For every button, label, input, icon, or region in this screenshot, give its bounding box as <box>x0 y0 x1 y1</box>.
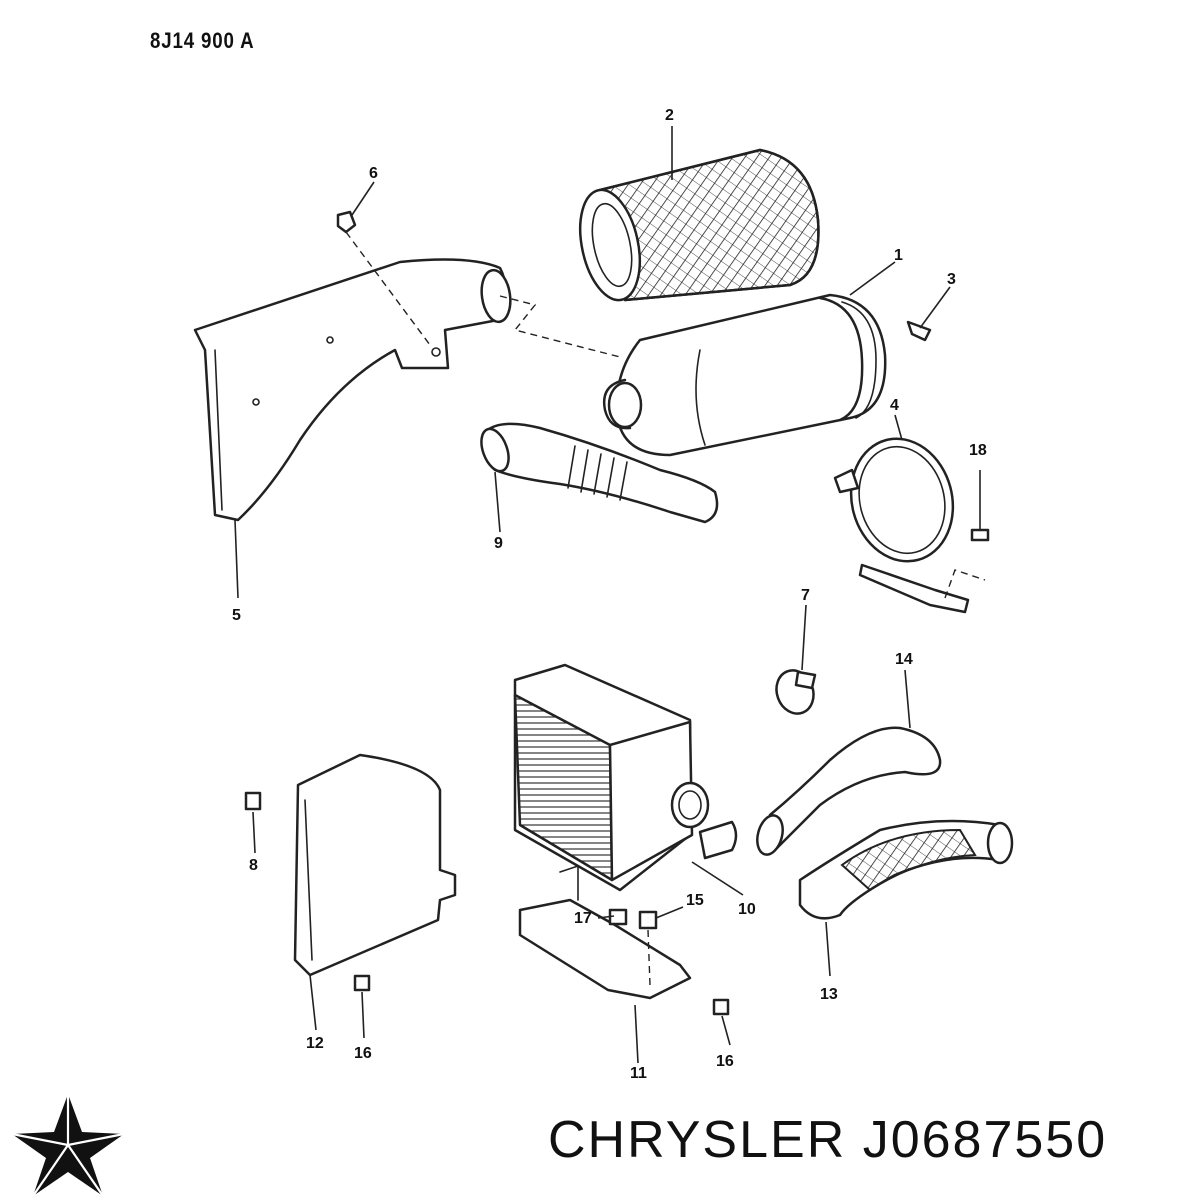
mounting-strap <box>833 437 970 614</box>
lower-hose <box>798 819 1014 920</box>
callout-12: 12 <box>306 1035 324 1052</box>
callout-17: 17 <box>574 910 592 927</box>
callout-5: 5 <box>232 607 241 624</box>
screw-part-6 <box>336 210 357 234</box>
callout-11: 11 <box>630 1065 647 1082</box>
callout-16-right: 16 <box>716 1053 734 1070</box>
upper-hose <box>756 726 942 856</box>
callout-7: 7 <box>801 587 810 604</box>
callout-6: 6 <box>369 165 378 182</box>
air-filter-element <box>578 148 820 302</box>
intercooler <box>513 663 738 892</box>
intercooler-shroud <box>293 753 457 977</box>
intake-hose <box>480 422 719 524</box>
callout-13: 13 <box>820 986 838 1003</box>
nut-part-8 <box>244 791 262 811</box>
grommet-part-15 <box>638 910 658 930</box>
callout-4: 4 <box>890 397 899 414</box>
part-number: J0687550 <box>862 1111 1108 1169</box>
callout-10: 10 <box>738 901 756 918</box>
callout-9: 9 <box>494 535 503 552</box>
bolt-part-16-left <box>353 974 371 992</box>
alignment-lines <box>345 231 986 986</box>
callout-8: 8 <box>249 857 258 874</box>
callout-14: 14 <box>895 651 913 668</box>
brand-name: CHRYSLER <box>548 1111 847 1169</box>
callout-2: 2 <box>665 107 674 124</box>
air-cleaner-housing <box>602 293 887 457</box>
callout-15: 15 <box>686 892 704 909</box>
diagram-reference-code: 8J14 900 A <box>150 28 255 53</box>
air-duct-shroud <box>193 258 512 522</box>
bolt-part-16-right <box>712 998 730 1016</box>
callout-3: 3 <box>947 271 956 288</box>
leader-lines <box>234 126 951 1064</box>
pentastar-logo-icon <box>11 1094 125 1197</box>
callout-1: 1 <box>894 247 903 264</box>
callout-16-left: 16 <box>354 1045 372 1062</box>
bolt-part-18 <box>970 470 990 542</box>
intercooler-bracket <box>518 864 692 1000</box>
callout-18: 18 <box>969 442 987 459</box>
brand-part-label: CHRYSLER J0687550 <box>548 1110 1107 1170</box>
clip-part <box>906 320 932 342</box>
hose-clamp <box>775 669 817 715</box>
